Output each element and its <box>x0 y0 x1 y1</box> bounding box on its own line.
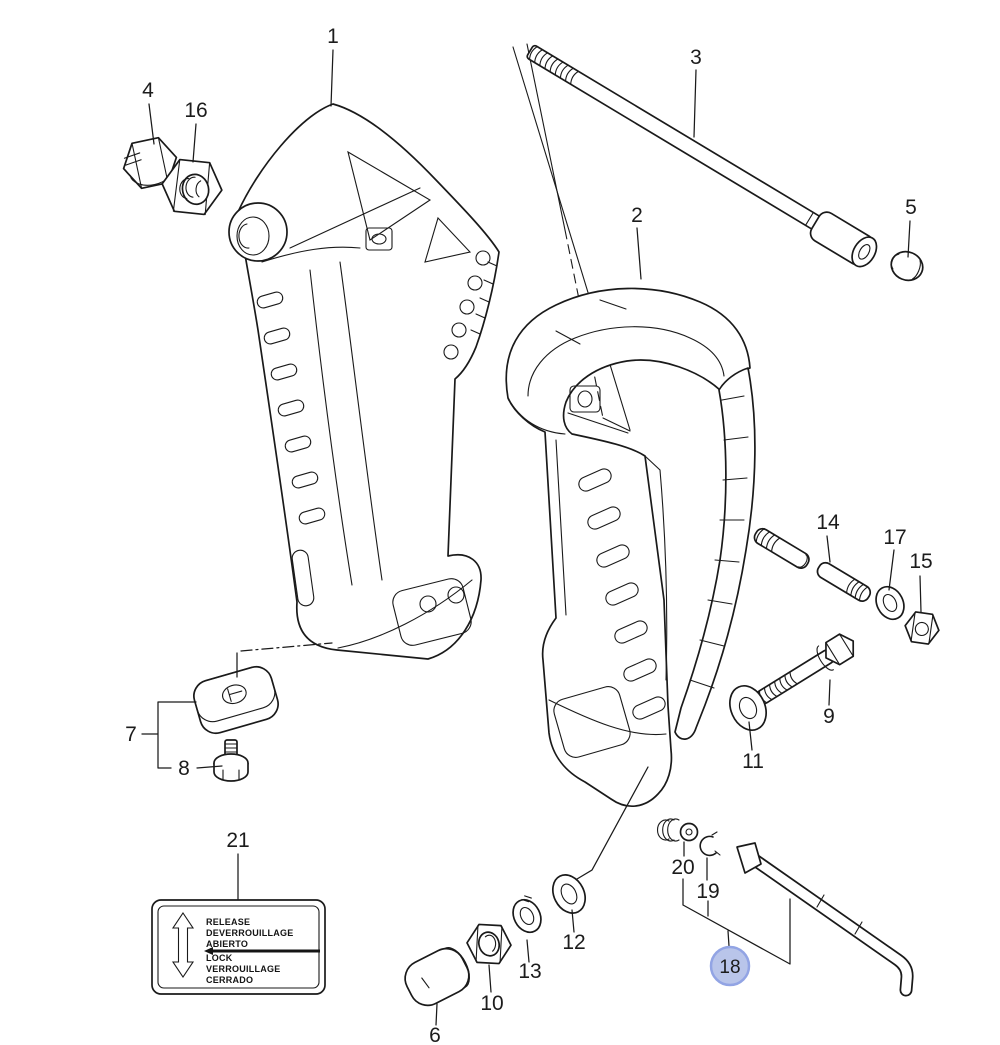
svg-text:5: 5 <box>905 196 917 219</box>
up-down-arrow-icon <box>171 912 195 978</box>
svg-text:3: 3 <box>690 46 702 69</box>
svg-text:2: 2 <box>631 204 643 227</box>
callout-18-selected[interactable]: 18 <box>709 945 751 987</box>
shaft-cap <box>890 250 924 282</box>
callout-12[interactable]: 12 <box>562 931 585 954</box>
callout-21[interactable]: 21 <box>226 829 249 852</box>
svg-text:15: 15 <box>909 550 932 573</box>
label-line-abierto: ABIERTO <box>206 939 248 949</box>
bolt-washer <box>729 685 767 731</box>
svg-text:18: 18 <box>719 957 740 978</box>
rubber-cap <box>404 947 470 1007</box>
callout-11[interactable]: 11 <box>742 750 764 773</box>
svg-text:4: 4 <box>142 79 154 102</box>
callout-1[interactable]: 1 <box>327 25 339 48</box>
callout-10[interactable]: 10 <box>480 992 503 1015</box>
label-divider-arrow <box>204 947 320 955</box>
callout-8[interactable]: 8 <box>178 757 190 780</box>
svg-text:6: 6 <box>429 1024 441 1045</box>
tilt-shaft <box>526 44 878 268</box>
pivot-washer <box>551 874 587 914</box>
svg-text:11: 11 <box>742 750 764 773</box>
svg-text:20: 20 <box>671 856 694 879</box>
svg-text:14: 14 <box>816 511 840 534</box>
callout-17[interactable]: 17 <box>883 526 906 549</box>
svg-text:1: 1 <box>327 25 339 48</box>
callout-5[interactable]: 5 <box>905 196 917 219</box>
clamp-bolt <box>755 633 855 705</box>
handle-spring <box>656 818 699 842</box>
callout-leaders <box>148 49 922 1026</box>
callout-2[interactable]: 2 <box>631 204 643 227</box>
label-line-verrouillage: VERROUILLAGE <box>206 964 281 974</box>
clamp-handle-rod <box>736 842 914 997</box>
callout-7[interactable]: 7 <box>125 723 137 746</box>
svg-text:8: 8 <box>178 757 190 780</box>
caution-label-plate: RELEASE DEVERROUILLAGE ABIERTO LOCK VERR… <box>151 899 326 995</box>
callout-16[interactable]: 16 <box>184 99 207 122</box>
snap-ring <box>699 831 721 857</box>
callout-15[interactable]: 15 <box>909 550 932 573</box>
callout-4[interactable]: 4 <box>142 79 154 102</box>
swivel-nut <box>161 158 223 216</box>
pad-callout-bracket <box>141 642 333 769</box>
stud-lock-nut <box>904 611 940 645</box>
svg-text:12: 12 <box>562 931 585 954</box>
pad-bolt <box>213 739 249 782</box>
svg-text:17: 17 <box>883 526 906 549</box>
callout-6[interactable]: 6 <box>429 1024 441 1045</box>
svg-text:19: 19 <box>696 880 719 903</box>
label-line-cerrado: CERRADO <box>206 975 253 985</box>
callout-9[interactable]: 9 <box>823 705 835 728</box>
callout-13[interactable]: 13 <box>518 960 541 983</box>
lock-washer <box>512 895 542 934</box>
svg-text:13: 13 <box>518 960 541 983</box>
handle-callout-bracket <box>682 878 791 965</box>
svg-text:10: 10 <box>480 992 503 1015</box>
callout-19[interactable]: 19 <box>696 880 719 903</box>
clamp-stud-rear <box>816 561 872 602</box>
label-line-lock: LOCK <box>206 953 233 963</box>
label-line-release: RELEASE <box>206 917 250 927</box>
callout-3[interactable]: 3 <box>690 46 702 69</box>
svg-text:7: 7 <box>125 723 137 746</box>
swivel-bracket <box>228 103 500 660</box>
swivel-pad <box>193 665 279 735</box>
svg-text:21: 21 <box>226 829 249 852</box>
svg-text:9: 9 <box>823 705 835 728</box>
callout-14[interactable]: 14 <box>816 511 840 534</box>
clamp-bracket <box>505 287 756 807</box>
svg-text:16: 16 <box>184 99 207 122</box>
label-line-deverrouillage: DEVERROUILLAGE <box>206 928 294 938</box>
stud-washer <box>875 585 905 621</box>
bracket-to-washer-leader <box>576 766 649 880</box>
pivot-nut <box>466 923 512 965</box>
callout-20[interactable]: 20 <box>671 856 694 879</box>
clamp-stud-front <box>753 527 810 570</box>
